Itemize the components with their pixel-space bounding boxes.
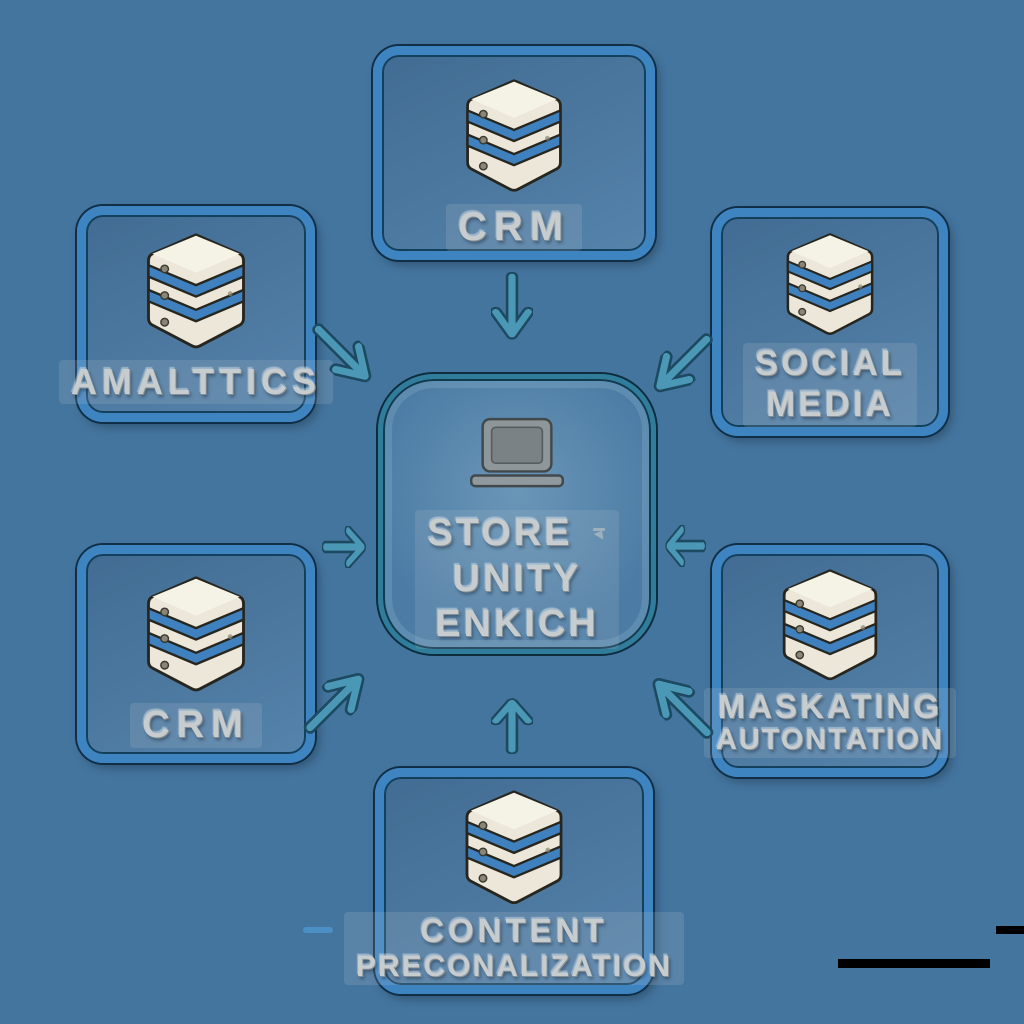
node-label: CRM [130,702,262,748]
node-center-store-unity-enrich: STORE UNITY ENKICH [378,374,656,654]
label-line: MASKATING [717,687,943,725]
node-crm-top: CRM [373,46,655,260]
label-line: PRECONALIZATION [355,950,673,984]
label-line: CONTENT [420,912,608,950]
label-line: ENKICH [435,603,599,646]
label-line: MEDIA [766,385,894,425]
left-arrow-icon [658,525,706,567]
node-crm-left: CRM [77,545,315,763]
node-label: CONTENT PRECONALIZATION [343,912,685,985]
background-artifact [838,959,990,968]
node-label: AMALTTICS [58,359,334,404]
database-icon [147,233,245,349]
background-artifact [303,927,333,933]
node-label: CRM [445,204,583,251]
label-line: AUTONTATION [715,723,945,756]
label-line: AMALTTICS [70,360,322,402]
database-icon [782,569,878,681]
label-line: SOCIAL [754,344,906,384]
label-line: UNITY [452,557,582,600]
background-artifact [996,926,1024,934]
up-arrow-icon [491,688,533,754]
up-left-arrow-icon [629,655,726,752]
center-title: STORE UNITY ENKICH [415,510,619,649]
node-social-media: SOCIAL MEDIA [712,208,948,436]
database-icon [466,79,562,192]
center-title-line: STORE [427,512,573,555]
node-label: MASKATING AUTONTATION [703,687,957,758]
node-marketing-automation: MASKATING AUTONTATION [703,545,957,777]
node-content-personalization: CONTENT PRECONALIZATION [343,768,685,994]
laptop-icon [469,417,565,488]
up-right-arrow-icon [291,650,388,747]
label-line: CRM [457,205,571,249]
label-line: CRM [142,703,250,746]
down-right-arrow-icon [300,311,395,406]
down-arrow-icon [491,272,533,352]
node-analytics: AMALTTICS [58,206,334,422]
database-icon [147,576,245,692]
cursor-glyph [591,528,607,542]
database-icon [465,790,563,905]
down-left-arrow-icon [631,321,726,416]
right-arrow-icon [322,526,374,568]
label-line: STORE [427,511,606,557]
database-icon [786,233,874,336]
node-label: SOCIAL MEDIA [742,343,918,427]
